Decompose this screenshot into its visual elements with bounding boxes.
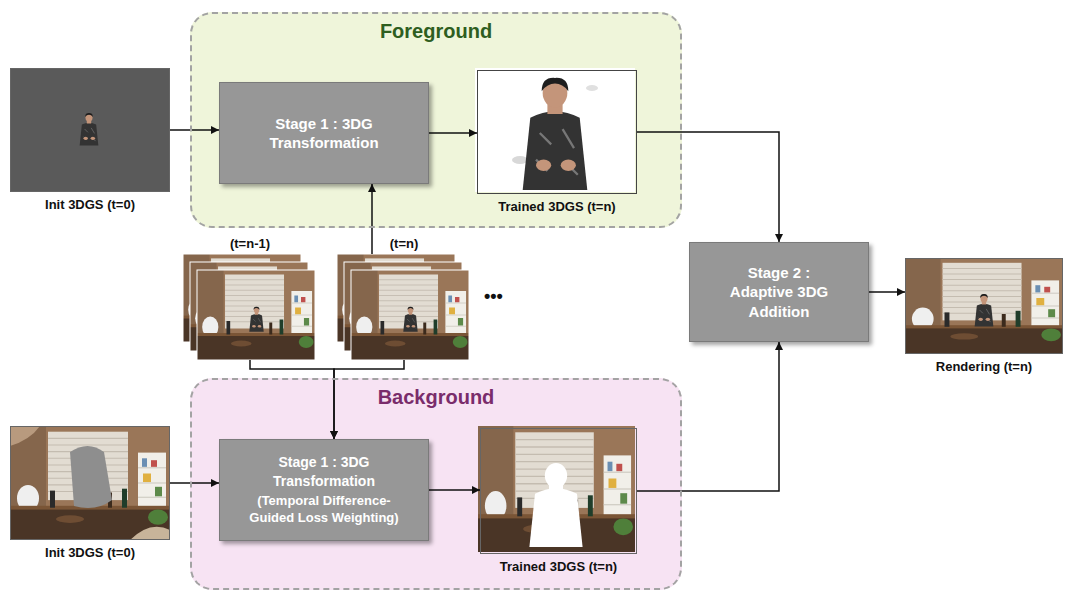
flow-arrow	[371, 184, 373, 254]
frame-stack: (t=n)	[337, 254, 471, 360]
frame-stack: (t=n-1)	[183, 254, 317, 360]
image-panel: Rendering (t=n)	[905, 258, 1063, 354]
image-caption: Trained 3DGS (t=n)	[500, 559, 617, 574]
flow-arrow	[637, 342, 779, 491]
region-title: Background	[192, 386, 680, 409]
image-panel: Init 3DGS (t=0)	[10, 68, 170, 192]
trained-background-image	[478, 426, 635, 552]
process-box: Stage 2 : Adaptive 3DG Addition	[689, 242, 869, 342]
frame-label: (t=n)	[390, 236, 419, 251]
frame-stack-image	[183, 254, 315, 360]
flow-arrow	[170, 482, 219, 484]
flow-arrow	[869, 291, 905, 293]
image-panel: Init 3DGS (t=0)	[10, 426, 170, 540]
image-caption: Trained 3DGS (t=n)	[498, 199, 615, 214]
init-background-image	[10, 426, 170, 540]
trained-foreground-image	[475, 68, 635, 192]
ellipsis-label: •••	[484, 286, 503, 307]
box-label: Stage 2 : Adaptive 3DG Addition	[716, 263, 842, 322]
rendering-image	[905, 258, 1063, 354]
flow-arrow	[429, 132, 477, 134]
box-label: Stage 1 : 3DG Transformation	[246, 453, 402, 489]
image-panel: Trained 3DGS (t=n)	[480, 428, 637, 554]
region-title: Foreground	[192, 20, 680, 43]
image-panel: Trained 3DGS (t=n)	[477, 70, 637, 194]
process-box: Stage 1 : 3DG Transformation (Temporal Di…	[219, 439, 429, 541]
init-foreground-image	[10, 68, 170, 192]
region-panel: BackgroundStage 1 : 3DG Transformation (T…	[190, 378, 682, 590]
region-panel: ForegroundStage 1 : 3DG TransformationTr…	[190, 12, 682, 228]
box-label: (Temporal Difference-Guided Loss Weighti…	[246, 493, 402, 527]
process-box: Stage 1 : 3DG Transformation	[219, 82, 429, 184]
image-caption: Init 3DGS (t=0)	[45, 197, 135, 212]
frame-label: (t=n-1)	[230, 236, 270, 251]
flow-arrow	[250, 360, 334, 439]
flow-arrow	[429, 489, 480, 491]
region-ground	[190, 12, 682, 228]
flow-arrow	[637, 132, 779, 242]
image-caption: Rendering (t=n)	[936, 359, 1032, 374]
region-ground	[190, 378, 682, 590]
flow-arrow	[170, 129, 219, 131]
image-caption: Init 3DGS (t=0)	[45, 545, 135, 560]
box-label: Stage 1 : 3DG Transformation	[246, 114, 402, 153]
frame-stack-image	[337, 254, 469, 360]
